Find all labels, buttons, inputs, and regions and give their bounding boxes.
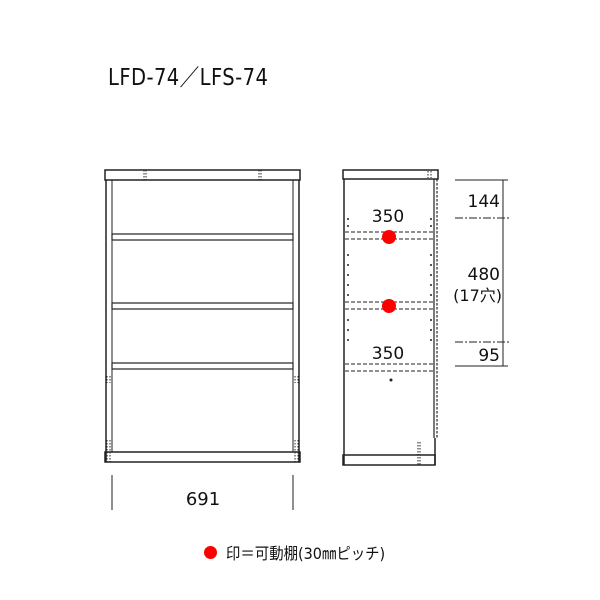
height-dimensions [455, 179, 510, 367]
legend: 印＝可動棚(30㎜ピッチ) [204, 540, 403, 564]
dim-middle-holes: (17穴) [453, 286, 502, 305]
movable-shelf-marker [382, 230, 396, 244]
movable-shelf-marker [382, 299, 396, 313]
front-width-691: 691 [186, 489, 220, 510]
dim-middle-480: 480 [468, 265, 500, 285]
red-dot-icon [204, 545, 217, 559]
model-title: LFD-74／LFS-74 [108, 65, 269, 91]
legend-text: 印＝可動棚(30㎜ピッチ) [226, 544, 386, 563]
side-bottom-shelf-depth: 350 [372, 344, 404, 364]
dim-top-144: 144 [468, 192, 500, 212]
front-view [104, 169, 301, 510]
side-top-shelf-depth: 350 [372, 207, 404, 227]
dim-bottom-95: 95 [478, 346, 500, 366]
